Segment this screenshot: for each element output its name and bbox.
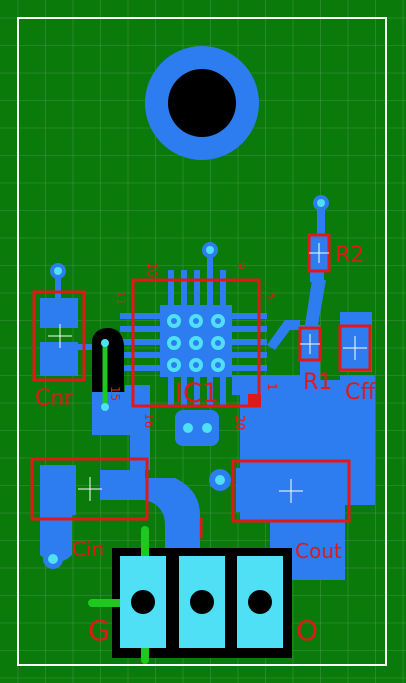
connector-input-label: I (197, 512, 205, 545)
ic1-pins (120, 270, 267, 407)
pin-number: 10 (145, 262, 159, 277)
connector-pins (120, 556, 283, 648)
mounting-hole (168, 69, 236, 137)
cff-outline (338, 324, 372, 372)
thermal-via-hole (215, 318, 221, 324)
ic1-label: IC1 (175, 378, 219, 409)
cin-outline (30, 457, 149, 521)
pin-number: 15 (108, 386, 122, 401)
pin-number: 11 (114, 290, 128, 305)
pin-number: 1 (265, 383, 279, 391)
ic1-pin-numbers: 10 9 11 5 15 1 16 20 (108, 262, 279, 430)
thermal-via-hole (215, 362, 221, 368)
cout-pad-left (236, 468, 276, 512)
cin-label: Cin (72, 537, 104, 561)
cnr-label: Cnr (35, 386, 74, 411)
cout-pad-right (303, 465, 343, 513)
thermal-via-hole (171, 340, 177, 346)
ic1-via-pad (175, 410, 219, 446)
thermal-via-hole (193, 362, 199, 368)
pin-number: 20 (233, 415, 247, 430)
cin-pad-left (40, 465, 76, 515)
thermal-via-hole (215, 340, 221, 346)
thermal-via-hole (171, 362, 177, 368)
ic1-thermal-vias (167, 314, 225, 372)
connector-output-label: O (296, 614, 318, 647)
r2-label: R2 (335, 243, 364, 268)
cnr-pad-top (40, 298, 78, 328)
connector-ground-label: G (88, 614, 110, 647)
cout-outline (231, 459, 351, 523)
r1-label: R1 (303, 370, 332, 395)
thermal-via-hole (171, 318, 177, 324)
silkscreen-layer (30, 233, 372, 523)
cout-label: Cout (295, 539, 342, 563)
pin-number: 5 (264, 292, 278, 300)
cnr-outline (32, 290, 86, 382)
thermal-via-hole (193, 318, 199, 324)
cff-label: Cff (345, 380, 376, 405)
input-trace (100, 470, 200, 560)
ic1-outline (131, 278, 261, 408)
cff-pad (340, 312, 372, 372)
pin-number: 9 (234, 262, 248, 270)
small-vias (48, 199, 325, 564)
pin-number: 16 (142, 413, 156, 428)
board-outline (17, 17, 387, 666)
thermal-via-hole (193, 340, 199, 346)
cnr-pad-bottom (40, 342, 78, 376)
